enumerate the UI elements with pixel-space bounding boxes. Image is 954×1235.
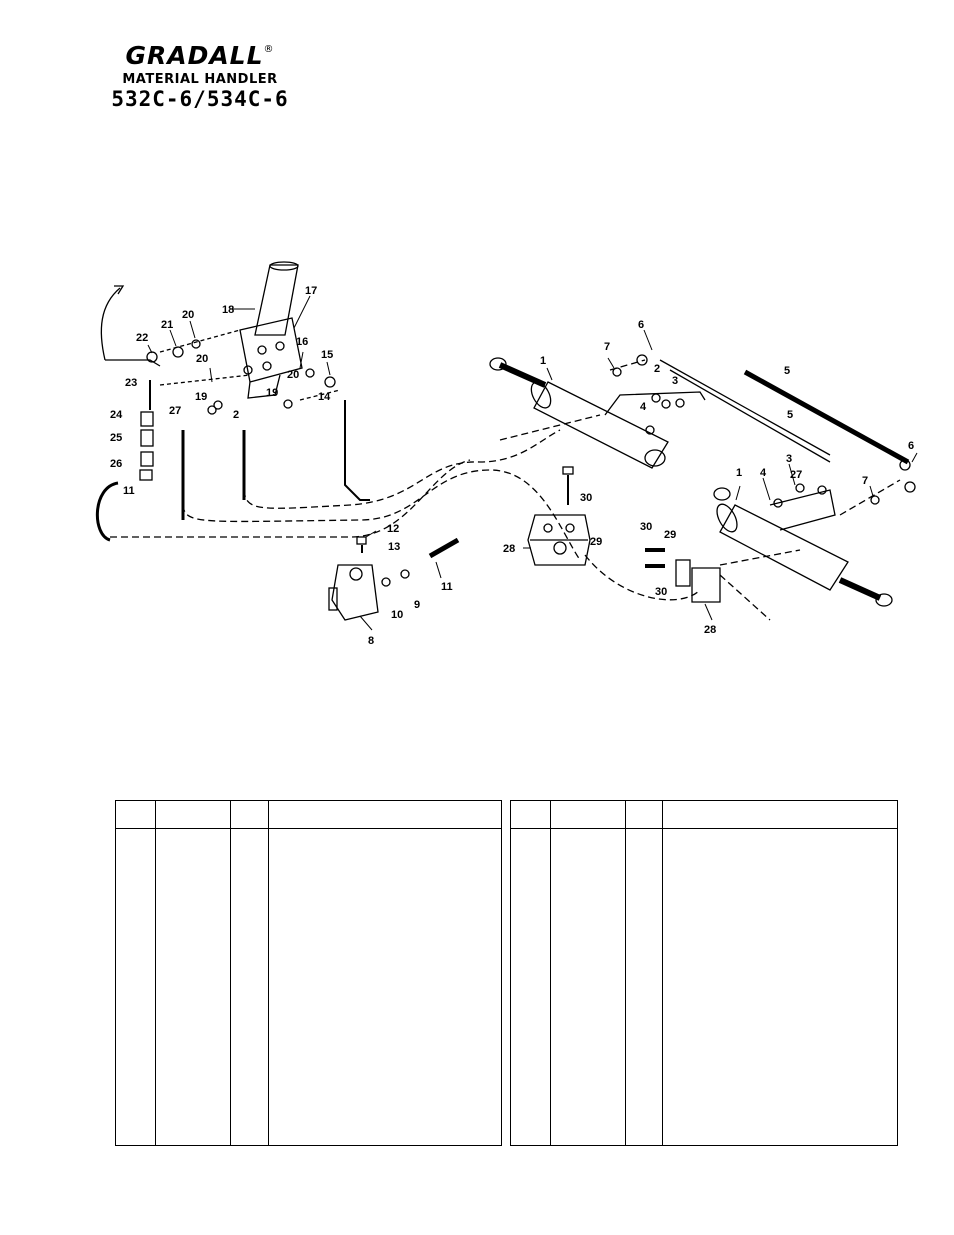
- callout-3b: 3: [786, 453, 792, 465]
- callout-29: 29: [590, 536, 602, 548]
- document-subtitle: MATERIAL HANDLER: [122, 72, 278, 87]
- valve-block: [331, 564, 379, 621]
- callout-19: 19: [195, 391, 207, 403]
- callout-13: 13: [388, 541, 400, 553]
- callout-21: 21: [161, 319, 173, 331]
- callout-29b: 29: [664, 529, 676, 541]
- callout-10: 10: [391, 609, 403, 621]
- callout-28: 28: [503, 543, 515, 555]
- callout-27: 27: [169, 405, 181, 417]
- column-divider: [230, 801, 231, 1145]
- callout-4: 4: [640, 401, 647, 413]
- callout-3: 3: [672, 375, 678, 387]
- callout-20: 20: [182, 309, 194, 321]
- callout-9: 9: [414, 599, 420, 611]
- callout-19b: 19: [266, 387, 278, 399]
- callout-30: 30: [580, 492, 592, 504]
- callout-5: 5: [784, 365, 790, 377]
- brand-name: GRADALL: [125, 41, 264, 70]
- column-divider: [662, 801, 663, 1145]
- callout-18: 18: [222, 304, 234, 316]
- cylinder-lower-body: [719, 504, 849, 591]
- callout-4b: 4: [760, 467, 767, 479]
- callout-20c: 20: [287, 369, 299, 381]
- callout-2: 2: [233, 409, 239, 421]
- column-divider: [155, 801, 156, 1145]
- callout-14: 14: [318, 391, 331, 403]
- callout-2b: 2: [654, 363, 660, 375]
- parts-table-header: [116, 801, 501, 829]
- callout-22: 22: [136, 332, 148, 344]
- clamp-block-center: [527, 514, 591, 566]
- hydraulic-diagram: 1 1 2 2 3 3 4 4 5 5 6 6 7 7 8 9 10 11 11…: [96, 261, 918, 647]
- column-divider: [625, 801, 626, 1145]
- callout-11: 11: [123, 485, 135, 497]
- callout-8: 8: [368, 635, 374, 647]
- column-divider: [550, 801, 551, 1145]
- callout-17: 17: [305, 285, 317, 297]
- callout-16: 16: [296, 336, 308, 348]
- callout-7: 7: [604, 341, 610, 353]
- cylinder-lower-rod: [838, 577, 882, 601]
- registered-mark: ®: [263, 44, 275, 55]
- flow-arrow: [100, 287, 121, 361]
- callout-20b: 20: [196, 353, 208, 365]
- callout-25: 25: [110, 432, 122, 444]
- swivel-body: [239, 317, 303, 383]
- callout-15: 15: [321, 349, 333, 361]
- callout-5b: 5: [787, 409, 793, 421]
- cylinder-upper-body: [533, 381, 669, 469]
- brand-logo: GRADALL®: [100, 36, 300, 70]
- callout-1: 1: [540, 355, 546, 367]
- parts-table-left: [115, 800, 502, 1146]
- swivel-column: [254, 264, 299, 336]
- clamp-block-right: [691, 567, 721, 603]
- callout-1b: 1: [736, 467, 742, 479]
- callout-30c: 30: [655, 586, 667, 598]
- hose-loop: [182, 469, 581, 561]
- parts-table-right: [510, 800, 898, 1146]
- callout-12: 12: [387, 523, 399, 535]
- callout-27b: 27: [790, 469, 802, 481]
- callout-7b: 7: [862, 475, 868, 487]
- model-numbers: 532C-6/534C-6: [111, 87, 289, 111]
- callout-24: 24: [110, 409, 123, 421]
- callout-26: 26: [110, 458, 122, 470]
- callout-28b: 28: [704, 624, 716, 636]
- tie-rod: [743, 369, 910, 465]
- callout-6: 6: [638, 319, 644, 331]
- callout-11b: 11: [441, 581, 453, 593]
- callout-30b: 30: [640, 521, 652, 533]
- callout-6b: 6: [908, 440, 914, 452]
- callout-23: 23: [125, 377, 137, 389]
- parts-table-header: [511, 801, 897, 829]
- header: GRADALL® MATERIAL HANDLER 532C-6/534C-6: [100, 36, 300, 111]
- column-divider: [268, 801, 269, 1145]
